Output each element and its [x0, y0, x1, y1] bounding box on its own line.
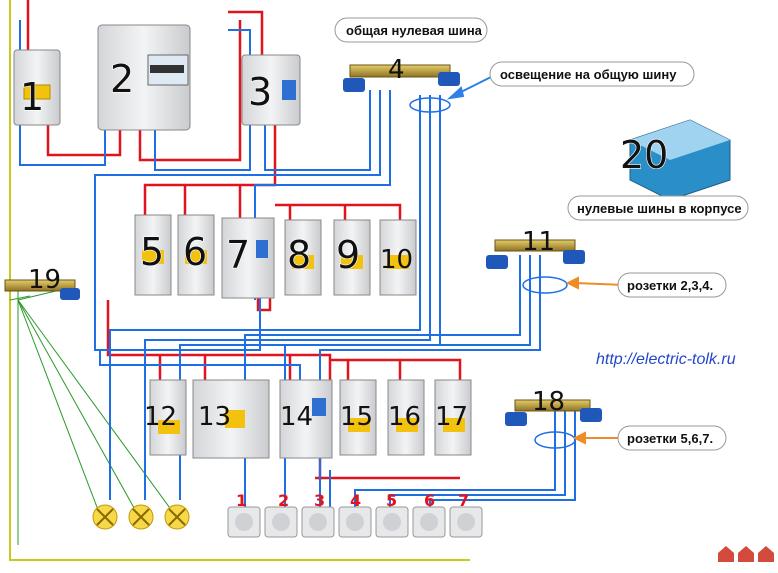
breaker-5: 5	[134, 214, 172, 296]
svg-text:7: 7	[458, 491, 469, 510]
outlet-icon: 3	[301, 491, 335, 538]
callout-enclosure-bus: нулевые шины в корпусе	[567, 195, 749, 221]
svg-text:6: 6	[183, 230, 207, 274]
breakers-row1: 5 6 7 8 9 10	[134, 214, 417, 299]
callout-common-bus: общая нулевая шина	[334, 17, 488, 43]
svg-text:17: 17	[435, 402, 468, 432]
outlet-icon: 4	[338, 491, 372, 538]
outlets: 1 2 3 4 5 6 7	[227, 491, 483, 538]
outlet-icon: 5	[375, 491, 409, 538]
breaker-14: 14	[279, 379, 333, 459]
bus-bar-top: 4	[343, 55, 460, 92]
bus-bar-19: 19	[4, 265, 80, 300]
callout-lighting: освещение на общую шину	[489, 61, 695, 87]
rcd-label: 3	[248, 70, 272, 114]
main-breaker: 1	[13, 49, 61, 126]
bus-top-label: 4	[388, 55, 405, 85]
bus-11-label: 11	[522, 227, 555, 257]
breaker-8: 8	[284, 219, 322, 296]
svg-text:2: 2	[278, 491, 289, 510]
svg-text:8: 8	[287, 233, 311, 277]
lamp-icon	[164, 504, 190, 530]
outlet-icon: 6	[412, 491, 446, 538]
lamps	[92, 504, 190, 530]
breaker-9: 9	[333, 219, 371, 296]
callout-outlets-567: розетки 5,6,7.	[617, 425, 727, 451]
svg-text:5: 5	[140, 230, 164, 274]
svg-text:1: 1	[236, 491, 247, 510]
outlet-icon: 1	[227, 491, 261, 538]
outlet-icon: 2	[264, 491, 298, 538]
site-url: http://electric-tolk.ru	[596, 351, 736, 368]
bus-19-label: 19	[28, 265, 61, 295]
svg-text:14: 14	[280, 402, 313, 432]
phase-wires	[26, 0, 462, 480]
breaker-6: 6	[177, 214, 215, 296]
meter-label: 2	[110, 57, 134, 101]
svg-text:5: 5	[386, 491, 397, 510]
svg-text:13: 13	[198, 402, 231, 432]
svg-text:6: 6	[424, 491, 435, 510]
svg-text:нулевые шины в корпусе: нулевые шины в корпусе	[577, 201, 742, 216]
breaker-7: 7	[221, 217, 275, 299]
bus-bar-18: 18	[505, 387, 602, 426]
bus-18-label: 18	[532, 387, 565, 417]
svg-text:12: 12	[144, 402, 177, 432]
current-loops	[409, 97, 576, 449]
enclosure-label: 20	[620, 133, 668, 177]
ground-wires	[9, 0, 470, 561]
electricity-meter: 2	[97, 24, 191, 131]
breaker-17: 17	[434, 379, 472, 456]
callout-arrows	[446, 74, 496, 100]
svg-text:10: 10	[380, 245, 413, 275]
svg-text:16: 16	[388, 402, 421, 432]
main-breaker-label: 1	[20, 75, 44, 119]
svg-text:15: 15	[340, 402, 373, 432]
breaker-13: 13	[192, 379, 270, 459]
breaker-16: 16	[387, 379, 425, 456]
svg-text:4: 4	[350, 491, 361, 510]
svg-text:3: 3	[314, 491, 325, 510]
svg-text:7: 7	[226, 233, 250, 277]
enclosure-icon: 20	[619, 119, 731, 201]
svg-text:освещение на общую шину: освещение на общую шину	[500, 67, 677, 82]
svg-text:9: 9	[336, 233, 360, 277]
breaker-10: 10	[379, 219, 417, 296]
outlet-icon: 7	[449, 491, 483, 538]
lamp-icon	[92, 504, 118, 530]
svg-text:розетки 2,3,4.: розетки 2,3,4.	[627, 278, 713, 293]
svg-text:розетки 5,6,7.: розетки 5,6,7.	[627, 431, 713, 446]
bus-bar-11: 11	[486, 227, 585, 269]
svg-text:общая нулевая шина: общая нулевая шина	[346, 23, 483, 38]
rcd-device: 3	[241, 54, 301, 126]
breaker-15: 15	[339, 379, 377, 456]
callout-outlets-234: розетки 2,3,4.	[617, 272, 727, 298]
breaker-12: 12	[144, 379, 187, 456]
house-logo-icon	[718, 546, 774, 562]
breakers-row2: 12 13 14 15 16 17	[144, 379, 472, 459]
lamp-icon	[128, 504, 154, 530]
